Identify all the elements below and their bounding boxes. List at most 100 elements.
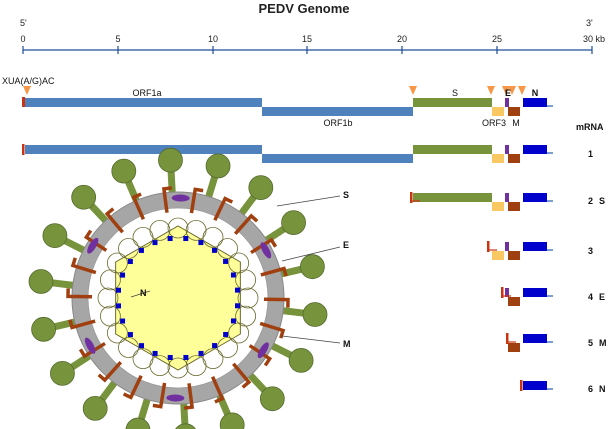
rna-loop: [235, 269, 257, 291]
m-protein: [70, 257, 97, 275]
n-protein: [230, 318, 236, 324]
n-protein: [116, 303, 122, 309]
m-protein: [213, 196, 234, 222]
n-protein: [198, 350, 204, 356]
virion-schematic: S E M N: [28, 147, 351, 429]
s-gene-bar: [413, 145, 492, 154]
e-protein: [260, 242, 272, 259]
spike-protein: [203, 153, 231, 204]
orf3-bar: [492, 251, 504, 260]
orf1a-label: ORF1a: [132, 88, 161, 98]
n-protein: [234, 303, 240, 309]
n-protein: [167, 236, 173, 242]
rna-loop: [106, 252, 128, 274]
spike-head: [259, 386, 285, 412]
scale-tick-label: 20: [397, 34, 407, 44]
genome-map: XUA(A/G)AC ORF1a ORF1b S E N ORF3 M: [2, 76, 553, 128]
rna-loop: [99, 305, 121, 327]
mrna-rows: [22, 144, 553, 391]
m-gene-bar: [508, 202, 520, 211]
spike-protein: [28, 269, 80, 294]
n-protein: [120, 318, 126, 324]
membrane-proteins: [66, 186, 290, 410]
n-protein: [212, 343, 218, 349]
m-protein: [263, 297, 290, 308]
rna-loop: [149, 219, 171, 241]
m-protein: [78, 341, 106, 359]
mrna-1-number: 1: [588, 149, 593, 159]
mrna-transcript: [22, 144, 553, 163]
spike-head: [299, 254, 325, 280]
m-protein: [260, 266, 288, 277]
mrna-transcript: [487, 241, 553, 260]
n-protein: [120, 272, 126, 278]
leader-sequence: [410, 192, 413, 203]
spike-head: [42, 223, 68, 249]
spike-head: [302, 302, 328, 327]
three-prime-label: 3': [586, 18, 593, 28]
trs-marker: [508, 86, 516, 95]
orf3-bar: [492, 107, 504, 116]
rna-loop: [97, 287, 119, 309]
n-protein: [230, 272, 236, 278]
n-protein: [138, 247, 144, 253]
virion-e-label: E: [343, 240, 349, 250]
trs-marker: [487, 86, 495, 95]
m-gene-bar: [508, 343, 520, 352]
rna-loop: [228, 322, 250, 344]
e-protein: [84, 337, 96, 354]
spike-protein: [42, 223, 91, 256]
trs-marker: [409, 86, 417, 95]
scale-tick-label: 25: [492, 34, 502, 44]
orf1a-bar: [25, 145, 262, 154]
e-gene-label: E: [505, 88, 511, 98]
mrna-transcript: [501, 287, 553, 306]
mrna-transcript: [520, 380, 553, 391]
orf1b-label: ORF1b: [323, 118, 352, 128]
n-gene-bar: [523, 381, 547, 390]
spike-head: [158, 147, 183, 173]
n-protein: [116, 287, 122, 293]
m-protein: [250, 237, 278, 255]
m-protein: [183, 383, 195, 410]
spike-head: [31, 316, 57, 342]
orf3-bar: [492, 202, 504, 211]
spike-head: [175, 423, 196, 429]
mrna-5-number: 5: [588, 338, 593, 348]
mrna-ladder: mRNA 1 2 S 3 4 E 5 M 6 N: [22, 122, 607, 394]
n-protein: [127, 332, 133, 338]
n-protein: [152, 350, 158, 356]
scale-tick-label: 15: [302, 34, 312, 44]
orf3-label: ORF3: [482, 118, 506, 128]
e-gene-bar: [505, 242, 509, 251]
s-gene-bar: [413, 193, 492, 202]
rna-loop: [202, 226, 224, 248]
scale-tick-label: 5: [115, 34, 120, 44]
n-protein: [183, 236, 189, 242]
orf1a-bar: [25, 98, 262, 107]
spike-protein: [265, 340, 314, 373]
rna-loop: [217, 337, 238, 358]
n-protein: [198, 240, 204, 246]
e-gene-bar: [505, 193, 509, 202]
n-protein: [183, 354, 189, 360]
spike-protein: [259, 210, 306, 247]
capsid-core: [115, 225, 241, 371]
orf1b-bar: [262, 107, 413, 116]
e-protein: [171, 194, 190, 202]
n-gene-bar: [523, 145, 547, 154]
n-protein: [127, 259, 133, 265]
m-protein: [122, 374, 143, 400]
mrna-transcript: [410, 192, 553, 211]
s-gene-bar: [413, 98, 492, 107]
leader-sequence: [22, 144, 25, 155]
mrna-header: mRNA: [576, 122, 604, 132]
leader-sequence: [22, 97, 25, 107]
e-gene-bar: [505, 98, 509, 107]
rna-loop: [237, 287, 259, 309]
spike-protein: [31, 316, 82, 342]
n-gene-bar: [523, 334, 547, 343]
m-protein: [152, 382, 167, 409]
